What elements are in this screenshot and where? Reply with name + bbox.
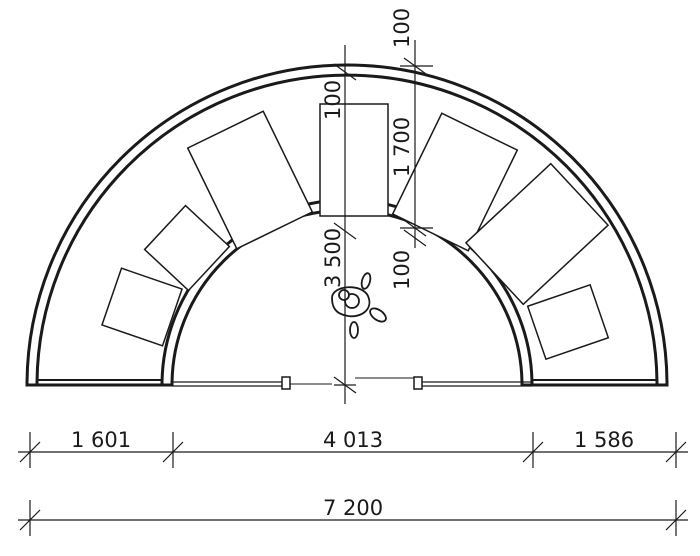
radius-dimension (333, 45, 357, 404)
tables (101, 103, 610, 361)
door-left (172, 376, 332, 390)
overall-dimension-line (18, 500, 688, 536)
depth-dimension (400, 40, 433, 248)
table (186, 110, 314, 250)
dim-overall-width: 7 200 (323, 496, 383, 520)
segment-dimension-line (18, 432, 688, 468)
dim-top-wall: 100 (390, 8, 414, 48)
dim-segment-middle: 4 013 (323, 428, 383, 452)
person-walking-icon (331, 272, 387, 339)
dim-inner-wall: 100 (390, 250, 414, 290)
table (143, 204, 231, 292)
dim-segment-left: 1 601 (71, 428, 131, 452)
table (526, 283, 610, 361)
table (319, 103, 389, 217)
door-right (355, 376, 532, 390)
dim-table-offset: 100 (321, 80, 345, 120)
dim-segment-right: 1 586 (574, 428, 634, 452)
dim-depth: 1 700 (390, 117, 414, 177)
dim-radius: 3 500 (321, 228, 345, 288)
table (464, 162, 610, 306)
table (391, 112, 519, 252)
table (101, 267, 183, 347)
